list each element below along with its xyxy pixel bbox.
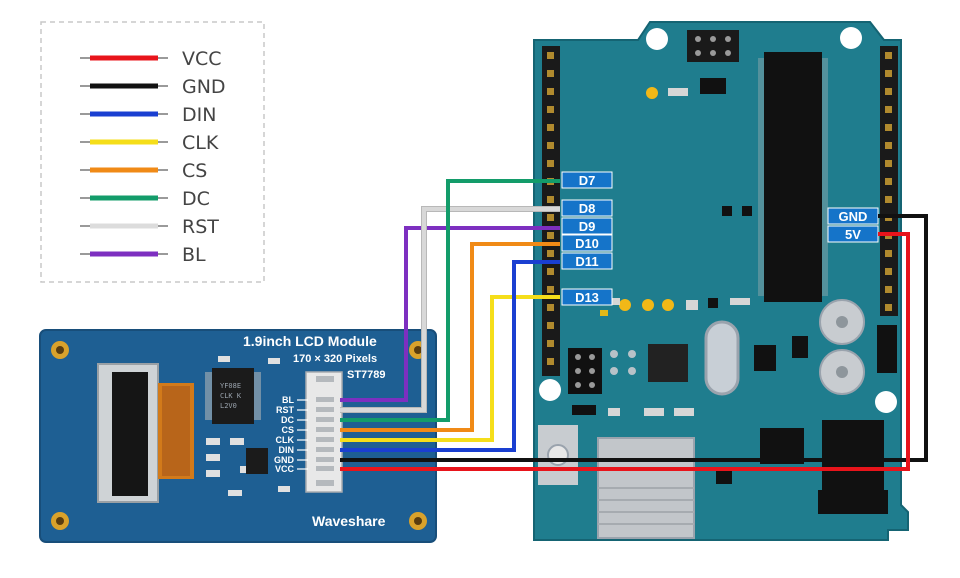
crystal — [704, 320, 740, 396]
mcu-chip — [764, 52, 822, 302]
pin-label-5v: 5V — [827, 225, 879, 243]
lcd-driver: ST7789 — [347, 369, 386, 381]
wire-cs — [340, 242, 560, 432]
legend-item: GND — [80, 76, 226, 98]
svg-text:D10: D10 — [575, 236, 599, 251]
wire-bl — [340, 226, 560, 402]
chip-marking-3: L2V0 — [220, 402, 237, 410]
lcd-pin-label-cs: CS — [281, 425, 294, 435]
lcd-pin-label-vcc: VCC — [275, 464, 295, 474]
legend-border — [40, 21, 265, 283]
pin-label-d9: D9 — [561, 217, 613, 235]
legend-item: DC — [80, 188, 210, 210]
legend-label: VCC — [182, 48, 222, 70]
legend-item: VCC — [80, 48, 222, 70]
pin-label-d7: D7 — [561, 171, 613, 189]
led — [642, 299, 654, 311]
led — [646, 87, 658, 99]
wires — [340, 179, 928, 471]
svg-text:5V: 5V — [845, 227, 861, 242]
legend-label: CS — [182, 160, 207, 182]
chip-marking-1: YF08E — [220, 382, 241, 390]
legend: VCC GND DIN CLK CS DC RST BL — [40, 21, 265, 283]
lcd-resolution: 170 × 320 Pixels — [293, 353, 377, 365]
legend-item: RST — [80, 216, 219, 238]
mounting-hole — [539, 379, 561, 401]
wire-clk — [340, 295, 560, 442]
svg-text:D11: D11 — [575, 254, 598, 269]
pin-label-d13: D13 — [561, 288, 613, 306]
svg-text:D8: D8 — [579, 201, 596, 216]
icsp-header — [687, 30, 739, 62]
legend-label: CLK — [182, 132, 219, 154]
legend-item: BL — [80, 244, 206, 266]
icsp-header-2 — [568, 348, 602, 394]
wire-gnd — [340, 214, 928, 462]
pin-label-d8: D8 — [561, 199, 613, 217]
led — [662, 299, 674, 311]
legend-label: DIN — [182, 104, 216, 126]
arduino-board — [533, 21, 909, 541]
pin-label-d10: D10 — [561, 234, 613, 252]
usb-chip — [648, 344, 688, 382]
lcd-pin-label-rst: RST — [276, 405, 295, 415]
legend-label: DC — [182, 188, 210, 210]
driver-chip — [212, 368, 254, 424]
wire-din — [340, 260, 560, 452]
regulator — [700, 78, 726, 94]
pin-label-gnd: GND — [827, 207, 879, 225]
legend-item: DIN — [80, 104, 216, 126]
lcd-pin-label-dc: DC — [281, 415, 294, 425]
wire-rst — [340, 207, 560, 412]
mounting-hole — [646, 28, 668, 50]
lcd-pin-label-bl: BL — [282, 395, 294, 405]
wire-vcc — [340, 232, 910, 471]
wire-dc — [340, 179, 560, 422]
legend-label: BL — [182, 244, 206, 266]
svg-text:GND: GND — [839, 209, 868, 224]
mounting-hole — [840, 27, 862, 49]
svg-text:D13: D13 — [575, 290, 599, 305]
svg-text:D9: D9 — [579, 219, 596, 234]
pin-label-d11: D11 — [561, 252, 613, 270]
brand-logo-text: Waveshare — [312, 513, 386, 529]
led — [619, 299, 631, 311]
lcd-pin-label-clk: CLK — [276, 435, 295, 445]
chip-marking-2: CLK K — [220, 392, 242, 400]
legend-item: CS — [80, 160, 207, 182]
legend-label: GND — [182, 76, 226, 98]
lcd-pin-label-gnd: GND — [274, 455, 295, 465]
lcd-pin-label-din: DIN — [279, 445, 295, 455]
svg-text:D7: D7 — [579, 173, 596, 188]
lcd-title: 1.9inch LCD Module — [243, 333, 377, 349]
mounting-hole — [875, 391, 897, 413]
legend-item: CLK — [80, 132, 219, 154]
legend-label: RST — [182, 216, 219, 238]
